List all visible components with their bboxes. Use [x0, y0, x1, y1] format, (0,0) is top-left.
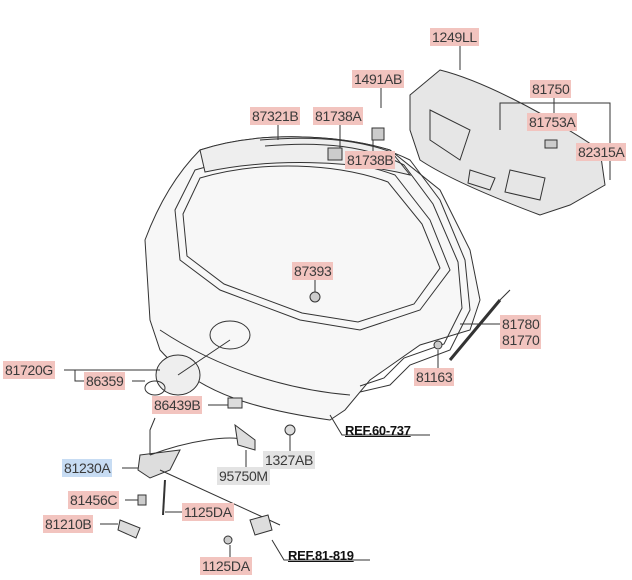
reference-link-60-737[interactable]: REF.60-737 — [345, 423, 411, 438]
part-label-86439b[interactable]: 86439B — [152, 396, 203, 414]
part-label-81163[interactable]: 81163 — [414, 368, 455, 386]
part-label-82315a[interactable]: 82315A — [576, 143, 627, 161]
part-label-1125da-lower[interactable]: 1125DA — [200, 557, 252, 575]
part-label-86359[interactable]: 86359 — [84, 372, 126, 390]
part-label-81456c[interactable]: 81456C — [68, 491, 120, 509]
part-label-81753a[interactable]: 81753A — [527, 113, 578, 131]
part-label-87393[interactable]: 87393 — [292, 262, 334, 280]
part-label-81230a[interactable]: 81230A — [62, 459, 113, 477]
part-label-81770[interactable]: 81770 — [500, 331, 542, 349]
part-label-95750m[interactable]: 95750M — [217, 467, 270, 485]
part-label-81720g[interactable]: 81720G — [3, 361, 56, 379]
part-label-81738b[interactable]: 81738B — [345, 151, 396, 169]
part-label-1491ab[interactable]: 1491AB — [352, 70, 405, 88]
part-label-87321b[interactable]: 87321B — [250, 107, 301, 125]
part-label-1327ab[interactable]: 1327AB — [263, 451, 316, 469]
part-label-81750[interactable]: 81750 — [530, 80, 572, 98]
part-label-81780[interactable]: 81780 — [500, 315, 542, 333]
reference-link-81-819[interactable]: REF.81-819 — [288, 548, 354, 563]
part-label-81210b[interactable]: 81210B — [43, 515, 94, 533]
part-label-1125da-upper[interactable]: 1125DA — [182, 503, 234, 521]
part-label-81738a[interactable]: 81738A — [313, 107, 364, 125]
part-label-1249ll[interactable]: 1249LL — [430, 28, 479, 46]
